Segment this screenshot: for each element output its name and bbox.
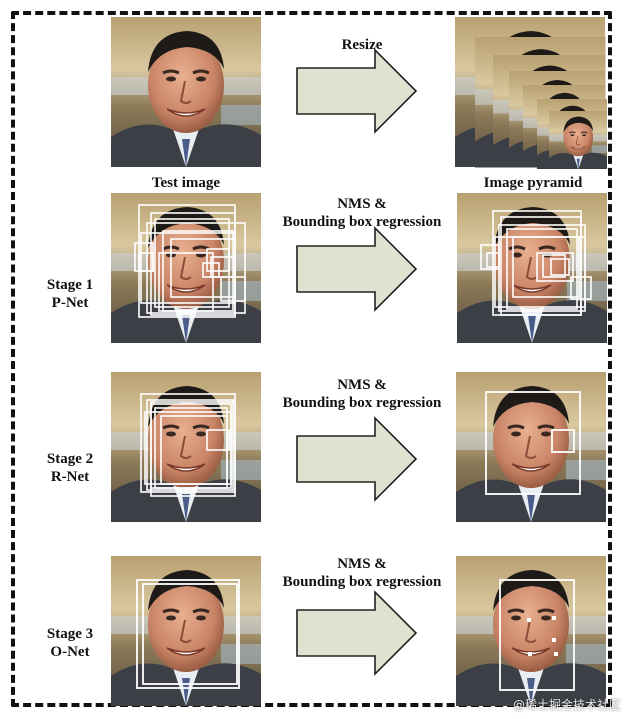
stage2-output-photo — [455, 372, 607, 522]
stage3-label: Stage 3 O-Net — [30, 625, 110, 661]
stage1-net: P-Net — [51, 295, 89, 311]
stage1-name: Stage 1 — [46, 277, 94, 293]
stage2-label: Stage 2 R-Net — [30, 450, 110, 486]
image-pyramid-label: Image pyramid — [483, 175, 583, 191]
nms-line1: NMS & — [337, 377, 387, 393]
stage1-input-photo — [111, 193, 261, 343]
stage3-net: O-Net — [50, 644, 90, 660]
watermark: @稀土掘金技术社区 — [512, 698, 621, 712]
nms-line1: NMS & — [337, 556, 387, 572]
stage1-output-photo — [457, 193, 607, 343]
stage3-arrow — [296, 591, 417, 675]
test-image-photo — [111, 17, 261, 167]
stage2-nms-label: NMS & Bounding box regression — [264, 376, 460, 412]
stage2-net: R-Net — [50, 469, 90, 485]
nms-line1: NMS & — [337, 196, 387, 212]
stage3-input-photo — [111, 556, 261, 706]
stage3-name: Stage 3 — [46, 626, 94, 642]
resize-label: Resize — [341, 37, 383, 53]
stage2-input-photo — [111, 372, 261, 522]
stage3-nms-label: NMS & Bounding box regression — [264, 555, 460, 591]
test-image-label: Test image — [151, 175, 221, 191]
image-pyramid — [455, 17, 607, 169]
nms-line2: Bounding box regression — [282, 395, 442, 411]
stage1-nms-label: NMS & Bounding box regression — [264, 195, 460, 231]
dashed-frame — [11, 11, 612, 707]
stage3-output-photo — [455, 556, 607, 706]
stage1-label: Stage 1 P-Net — [30, 276, 110, 312]
stage2-arrow — [296, 417, 417, 501]
nms-line2: Bounding box regression — [282, 214, 442, 230]
stage1-arrow — [296, 227, 417, 311]
resize-arrow — [296, 49, 417, 133]
stage2-name: Stage 2 — [46, 451, 94, 467]
nms-line2: Bounding box regression — [282, 574, 442, 590]
